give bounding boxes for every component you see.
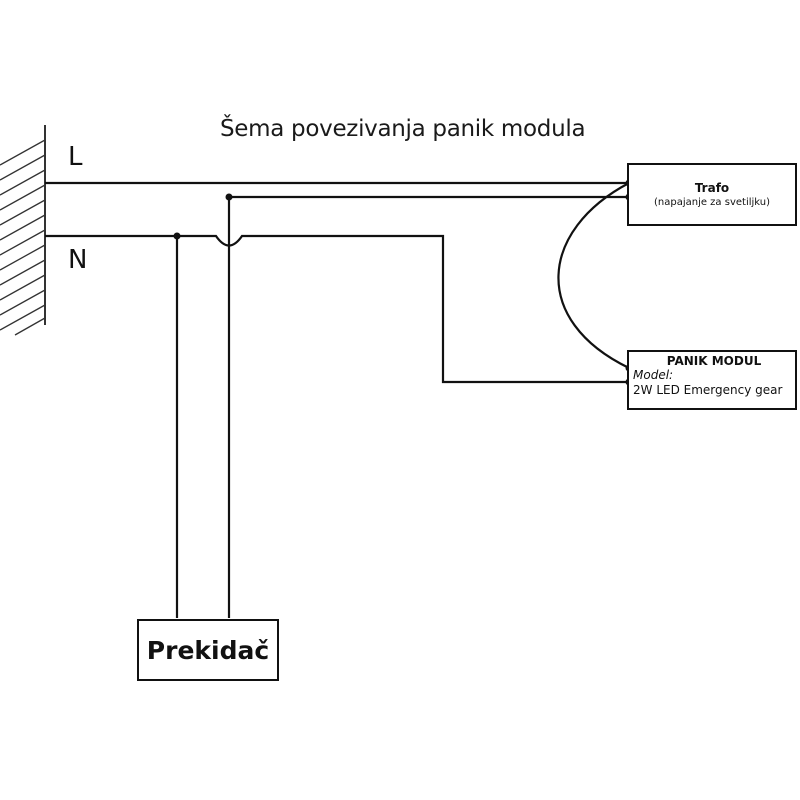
diagram-title: Šema povezivanja panik modula	[220, 116, 586, 142]
trafo-title: Trafo	[694, 181, 730, 195]
label-neutral-n: N	[68, 245, 88, 275]
panik-modul-box: PANIK MODUL Model: 2W LED Emergency gear	[627, 350, 797, 410]
panik-modul-title: PANIK MODUL	[666, 354, 762, 368]
wire-switched-live	[227, 195, 629, 618]
panik-modul-model-value: 2W LED Emergency gear	[633, 383, 783, 397]
wire-neutral	[45, 234, 629, 384]
wire-trafo-panik	[557, 182, 630, 369]
trafo-box: Trafo (napajanje za svetiljku)	[627, 163, 797, 226]
wall-hatch	[0, 125, 46, 336]
label-line-l: L	[68, 142, 83, 172]
switch-label: Prekidač	[146, 635, 270, 665]
switch-box: Prekidač	[137, 619, 279, 681]
junction-dot	[225, 193, 233, 201]
trafo-subtitle: (napajanje za svetiljku)	[653, 197, 770, 208]
junction-dot	[173, 232, 181, 240]
panik-modul-model-label: Model:	[633, 368, 674, 382]
